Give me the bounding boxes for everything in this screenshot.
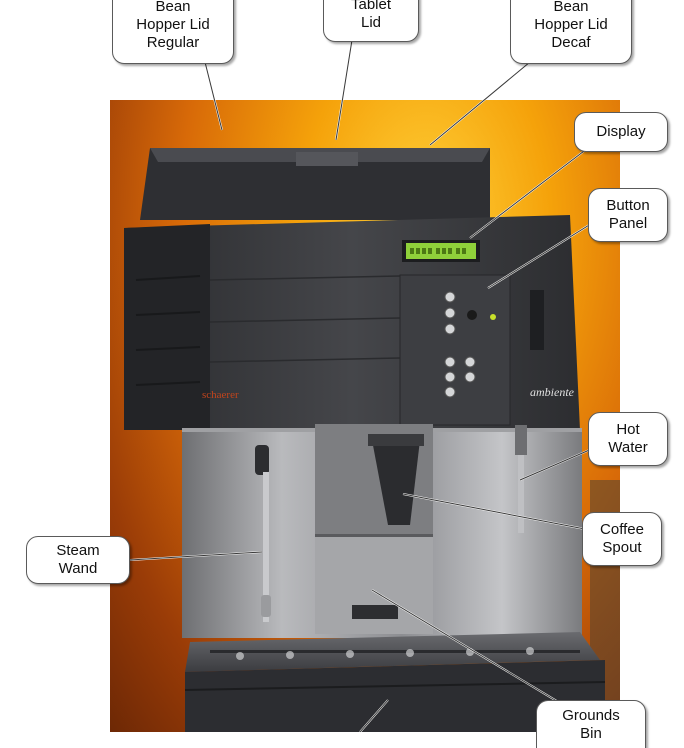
- callout-hot-water: Hot Water: [588, 412, 668, 466]
- hot-water-part: [515, 425, 527, 533]
- display-screen: [406, 243, 476, 259]
- tablet-lid-part: [296, 152, 358, 166]
- callout-display-label: Display: [596, 123, 646, 140]
- callout-steam-wand: Steam Wand: [26, 536, 130, 584]
- coffee-spout-part: [372, 440, 420, 525]
- callout-hot-water-label: Hot Water: [608, 421, 648, 456]
- callout-grounds-bin: Grounds Bin: [536, 700, 646, 748]
- callout-steam-wand-label: Steam Wand: [56, 542, 100, 577]
- callout-button-panel: Button Panel: [588, 188, 668, 242]
- callout-tablet-lid-label: Tablet Lid: [350, 0, 392, 31]
- callout-bean-hopper-decaf-label: Bean Hopper Lid Decaf: [534, 0, 608, 51]
- brand-logo-right: ambiente: [530, 385, 575, 399]
- callout-coffee-spout-label: Coffee Spout: [600, 521, 644, 556]
- callout-tablet-lid: Tablet Lid: [323, 0, 419, 42]
- callout-coffee-spout: Coffee Spout: [582, 512, 662, 566]
- coffee-machine-photo: schaerer ambiente: [110, 100, 620, 732]
- pointer-lines: [129, 39, 595, 732]
- callout-bean-hopper-decaf: Bean Hopper Lid Decaf: [510, 0, 632, 64]
- steam-wand-part: [255, 445, 271, 622]
- callout-bean-hopper-regular-label: Bean Hopper Lid Regular: [136, 0, 210, 51]
- diagram: schaerer ambiente: [26, 0, 668, 748]
- callout-bean-hopper-regular: Bean Hopper Lid Regular: [112, 0, 234, 64]
- callout-grounds-bin-label: Grounds Bin: [562, 707, 620, 742]
- callout-display: Display: [574, 112, 668, 152]
- brand-logo-left: schaerer: [202, 389, 239, 401]
- callout-button-panel-label: Button Panel: [606, 197, 650, 232]
